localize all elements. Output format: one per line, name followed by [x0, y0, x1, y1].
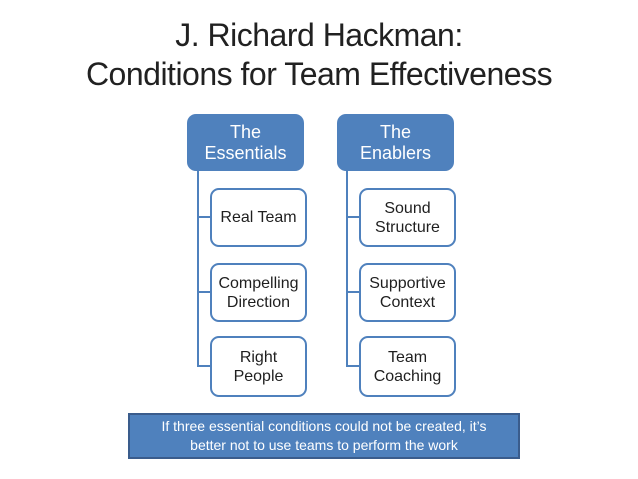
item-box-right-people: Right People	[210, 336, 307, 397]
connector-stub-supportive-context	[346, 291, 359, 293]
header-line: Enablers	[359, 142, 432, 163]
header-box-the-enablers: The Enablers	[337, 114, 454, 171]
item-line: Team	[387, 348, 428, 366]
item-line: People	[233, 367, 284, 385]
header-line: The	[229, 121, 262, 142]
connector-stub-compelling-direction	[197, 291, 210, 293]
item-box-compelling-direction: Compelling Direction	[210, 263, 307, 322]
item-line: Structure	[375, 218, 440, 236]
item-line: Compelling	[218, 274, 299, 292]
connector-stub-right-people	[197, 365, 210, 367]
item-box-supportive-context: Supportive Context	[359, 263, 456, 322]
item-box-real-team: Real Team	[210, 188, 307, 247]
item-line: Supportive	[369, 274, 446, 292]
item-line: Real Team	[220, 209, 297, 226]
note-line-1: If three essential conditions could not …	[161, 418, 487, 434]
item-line: Right	[239, 348, 278, 366]
item-box-sound-structure: Sound Structure	[359, 188, 456, 247]
title-line-1: J. Richard Hackman:	[175, 17, 463, 53]
header-box-the-essentials: The Essentials	[187, 114, 304, 171]
item-line: Context	[379, 293, 436, 311]
note-line-2: better not to use teams to perform the w…	[190, 437, 458, 453]
title-line-2: Conditions for Team Effectiveness	[85, 56, 553, 92]
note-box: If three essential conditions could not …	[128, 413, 520, 459]
connector-stub-team-coaching	[346, 365, 359, 367]
header-line: The	[379, 121, 412, 142]
connector-vertical-essentials	[197, 171, 199, 366]
header-line: Essentials	[204, 142, 287, 163]
connector-stub-sound-structure	[346, 216, 359, 218]
connector-stub-real-team	[197, 216, 210, 218]
connector-vertical-enablers	[346, 171, 348, 366]
item-box-team-coaching: Team Coaching	[359, 336, 456, 397]
item-line: Direction	[226, 293, 291, 311]
item-line: Coaching	[373, 367, 442, 385]
item-line: Sound	[384, 199, 431, 217]
slide-title: J. Richard Hackman: Conditions for Team …	[0, 16, 638, 94]
